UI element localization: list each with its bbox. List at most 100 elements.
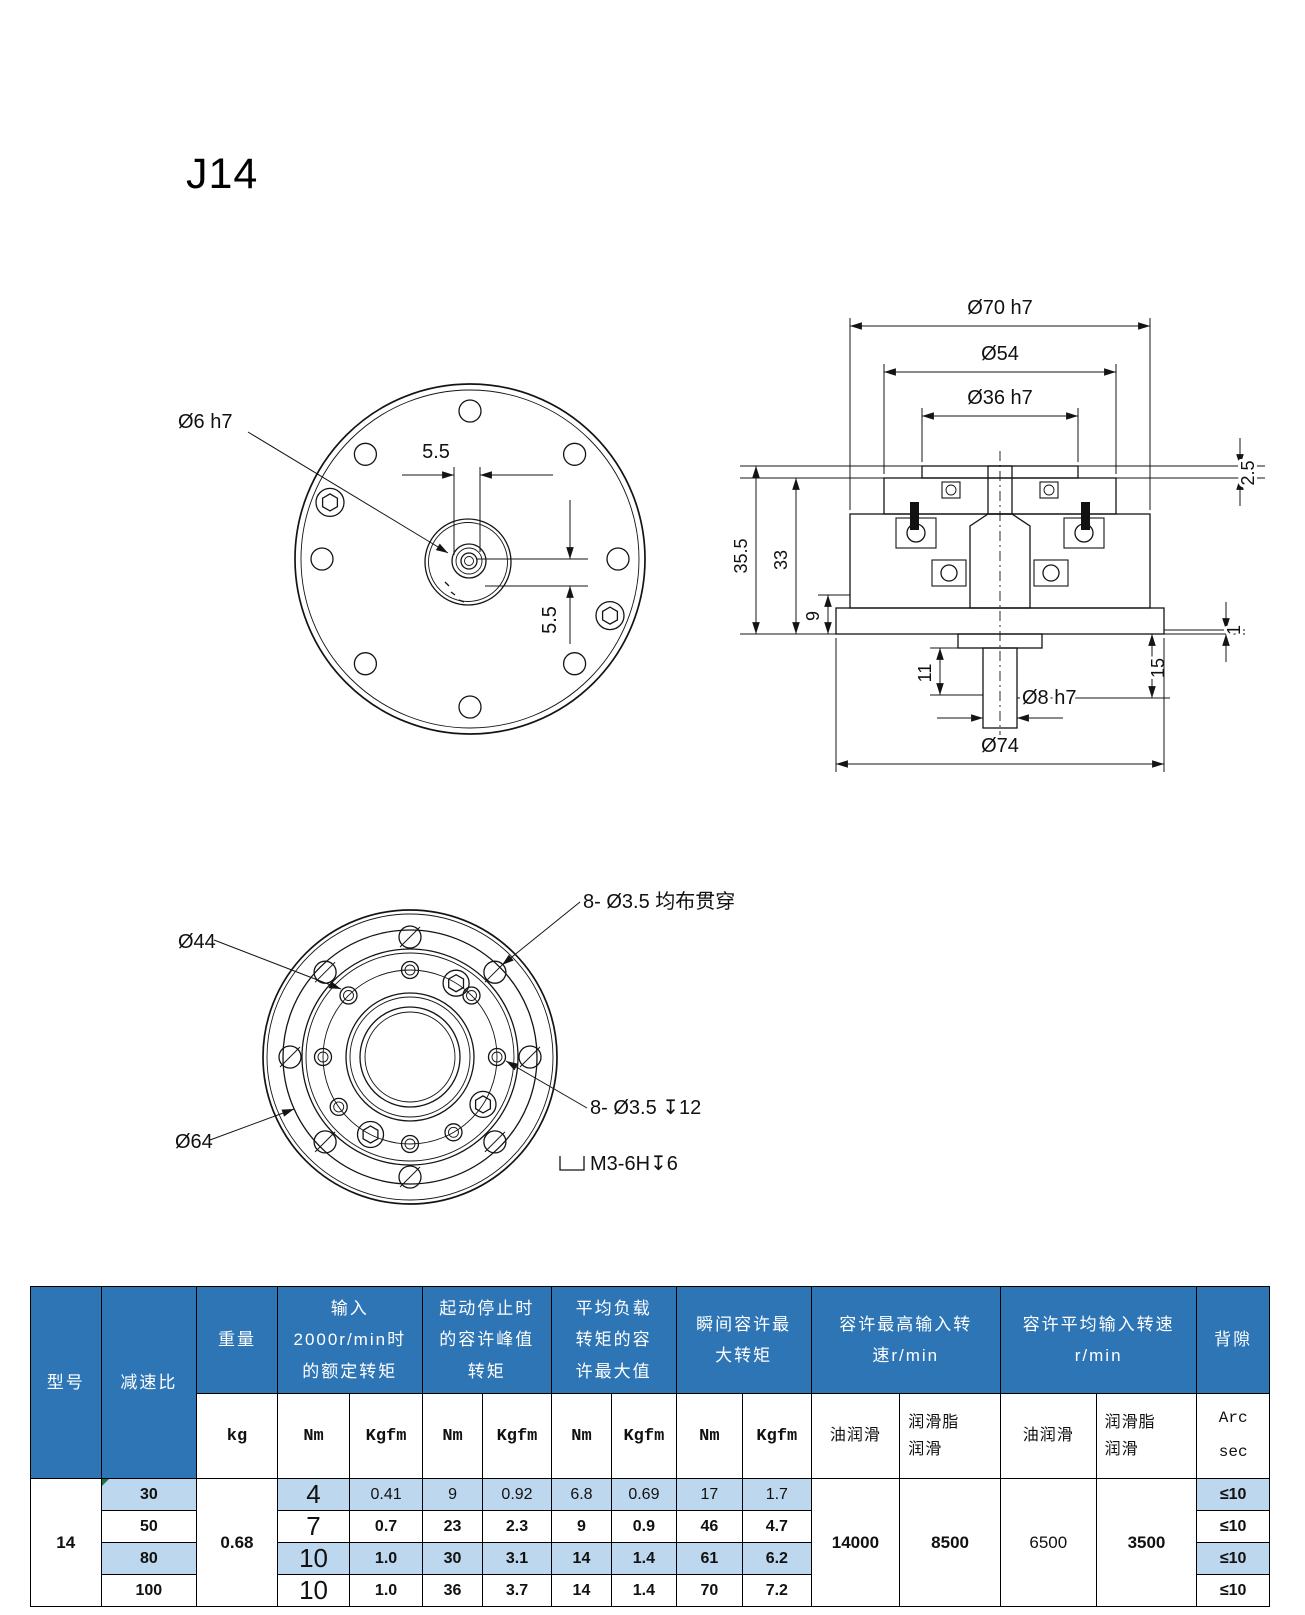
cell-kgfm-peak: 3.1 [482, 1542, 552, 1575]
unit-nm: Nm [675, 1393, 744, 1479]
cell-kgfm-rated: 0.41 [349, 1478, 423, 1511]
cell-nm-instant: 17 [675, 1478, 744, 1511]
screw-section [1081, 502, 1090, 530]
hex-screw [469, 1090, 497, 1119]
col-peak-torque-header: 起动停止时 的容许峰值 转矩 [421, 1286, 552, 1394]
cell-kgfm-avg: 0.9 [611, 1510, 677, 1543]
cell-nm-rated: 4 [276, 1478, 351, 1511]
dim-d44: Ø44 [178, 931, 216, 953]
unit-arc-sec: Arc sec [1196, 1393, 1270, 1479]
cell-ratio: 50 [100, 1510, 198, 1543]
cell-nm-instant: 61 [675, 1542, 744, 1575]
cell-weight: 0.68 [196, 1478, 278, 1607]
unit-kg: kg [196, 1393, 278, 1479]
unit-oil-lube: 油润滑 [999, 1393, 1097, 1479]
page-title: J14 [186, 150, 259, 198]
cell-backlash: ≤10 [1196, 1510, 1270, 1543]
cell-nm-instant: 46 [675, 1510, 744, 1543]
screw-section [910, 502, 919, 530]
cell-ratio: 30 [100, 1478, 198, 1511]
cell-kgfm-peak: 3.7 [482, 1574, 552, 1607]
cell-backlash: ≤10 [1196, 1542, 1270, 1575]
dim-d74: Ø74 [981, 735, 1019, 757]
note-outer-holes: 8- Ø3.5 均布贯穿 [583, 890, 735, 913]
unit-grease-lube: 润滑脂 润滑 [899, 1393, 1001, 1479]
cell-kgfm-instant: 1.7 [742, 1478, 812, 1511]
hex-screw [595, 600, 625, 631]
unit-kgfm: Kgfm [742, 1393, 812, 1479]
dim-9: 9 [803, 611, 823, 621]
dim-5-5-v: 5.5 [539, 606, 561, 634]
unit-kgfm: Kgfm [611, 1393, 677, 1479]
section-view-drawing: Ø70 h7 Ø54 Ø36 h7 35.5 33 [700, 256, 1305, 805]
cell-nm-rated: 7 [276, 1510, 351, 1543]
cell-nm-instant: 70 [675, 1574, 744, 1607]
cell-backlash: ≤10 [1196, 1478, 1270, 1511]
cell-nm-avg: 9 [550, 1510, 613, 1543]
front-dim-vertical: 5.5 [476, 500, 588, 644]
cell-nm-peak: 9 [421, 1478, 484, 1511]
unit-oil-lube: 油润滑 [810, 1393, 901, 1479]
cell-kgfm-avg: 0.69 [611, 1478, 677, 1511]
input-hub [424, 518, 512, 606]
col-avg-torque-header: 平均负载 转矩的容 许最大值 [550, 1286, 677, 1394]
col-ratio-header: 减速比 [100, 1286, 198, 1479]
cell-kgfm-instant: 7.2 [742, 1574, 812, 1607]
cell-oil-max-speed: 14000 [810, 1478, 901, 1607]
shaft-hub-section [969, 513, 1031, 609]
col-avg-input-speed-header: 容许平均输入转速 r/min [999, 1286, 1198, 1394]
unit-nm: Nm [276, 1393, 351, 1479]
front-shaft-dim: Ø6 h7 [178, 411, 449, 554]
cell-nm-peak: 30 [421, 1542, 484, 1575]
cell-kgfm-rated: 1.0 [349, 1542, 423, 1575]
dim-33: 33 [771, 550, 791, 570]
back-outer-holes [278, 925, 542, 1189]
cell-kgfm-peak: 2.3 [482, 1510, 552, 1543]
cell-nm-avg: 14 [550, 1574, 613, 1607]
section-dimensions: Ø70 h7 Ø54 Ø36 h7 35.5 33 [728, 294, 1261, 772]
shaft-dia-label: Ø6 h7 [178, 411, 232, 433]
front-bolt-holes [310, 399, 630, 719]
hex-screw [356, 1120, 385, 1149]
hub-engraving [444, 581, 465, 603]
dim-d36: Ø36 h7 [967, 387, 1033, 409]
col-rated-torque-header: 输入 2000r/min时 的额定转矩 [276, 1286, 423, 1394]
cell-kgfm-instant: 4.7 [742, 1510, 812, 1543]
dim-15: 15 [1148, 658, 1168, 678]
cell-nm-avg: 6.8 [550, 1478, 613, 1511]
hex-screw [442, 969, 470, 997]
section-body [740, 451, 1265, 741]
cell-ratio: 100 [100, 1574, 198, 1607]
col-backlash-header: 背隙 [1196, 1286, 1270, 1394]
cell-backlash: ≤10 [1196, 1574, 1270, 1607]
cell-kgfm-avg: 1.4 [611, 1542, 677, 1575]
unit-nm: Nm [550, 1393, 613, 1479]
front-view-drawing: Ø6 h7 5.5 5.5 [140, 352, 685, 750]
back-view-body [262, 909, 558, 1205]
unit-kgfm: Kgfm [349, 1393, 423, 1479]
dim-35-5: 35.5 [731, 538, 751, 573]
cell-model: 14 [30, 1478, 102, 1607]
col-model-header: 型号 [30, 1286, 102, 1479]
cell-kgfm-instant: 6.2 [742, 1542, 812, 1575]
col-max-input-speed-header: 容许最高输入转 速r/min [810, 1286, 1001, 1394]
cell-kgfm-avg: 1.4 [611, 1574, 677, 1607]
cell-nm-peak: 23 [421, 1510, 484, 1543]
spec-row: 14 30 0.68 4 0.41 9 0.92 6.8 0.69 17 1.7… [30, 1478, 1270, 1607]
dim-d54: Ø54 [981, 343, 1019, 365]
counterbore-icon [559, 1156, 585, 1171]
cell-ratio: 80 [100, 1542, 198, 1575]
cell-oil-avg-speed: 6500 [999, 1478, 1097, 1607]
unit-grease-lube: 润滑脂 润滑 [1095, 1393, 1198, 1479]
cell-nm-rated: 10 [276, 1574, 351, 1607]
front-dim-horizontal: 5.5 [402, 441, 553, 555]
spec-row: 100 10 1.0 36 3.7 14 1.4 70 7.2 ≤10 [31, 1574, 1270, 1607]
cell-kgfm-rated: 1.0 [349, 1574, 423, 1607]
dim-11: 11 [915, 664, 935, 683]
cell-kgfm-peak: 0.92 [482, 1478, 552, 1511]
unit-kgfm: Kgfm [482, 1393, 552, 1479]
cell-nm-rated: 10 [276, 1542, 351, 1575]
dim-d64: Ø64 [175, 1131, 213, 1153]
cell-kgfm-rated: 0.7 [349, 1510, 423, 1543]
